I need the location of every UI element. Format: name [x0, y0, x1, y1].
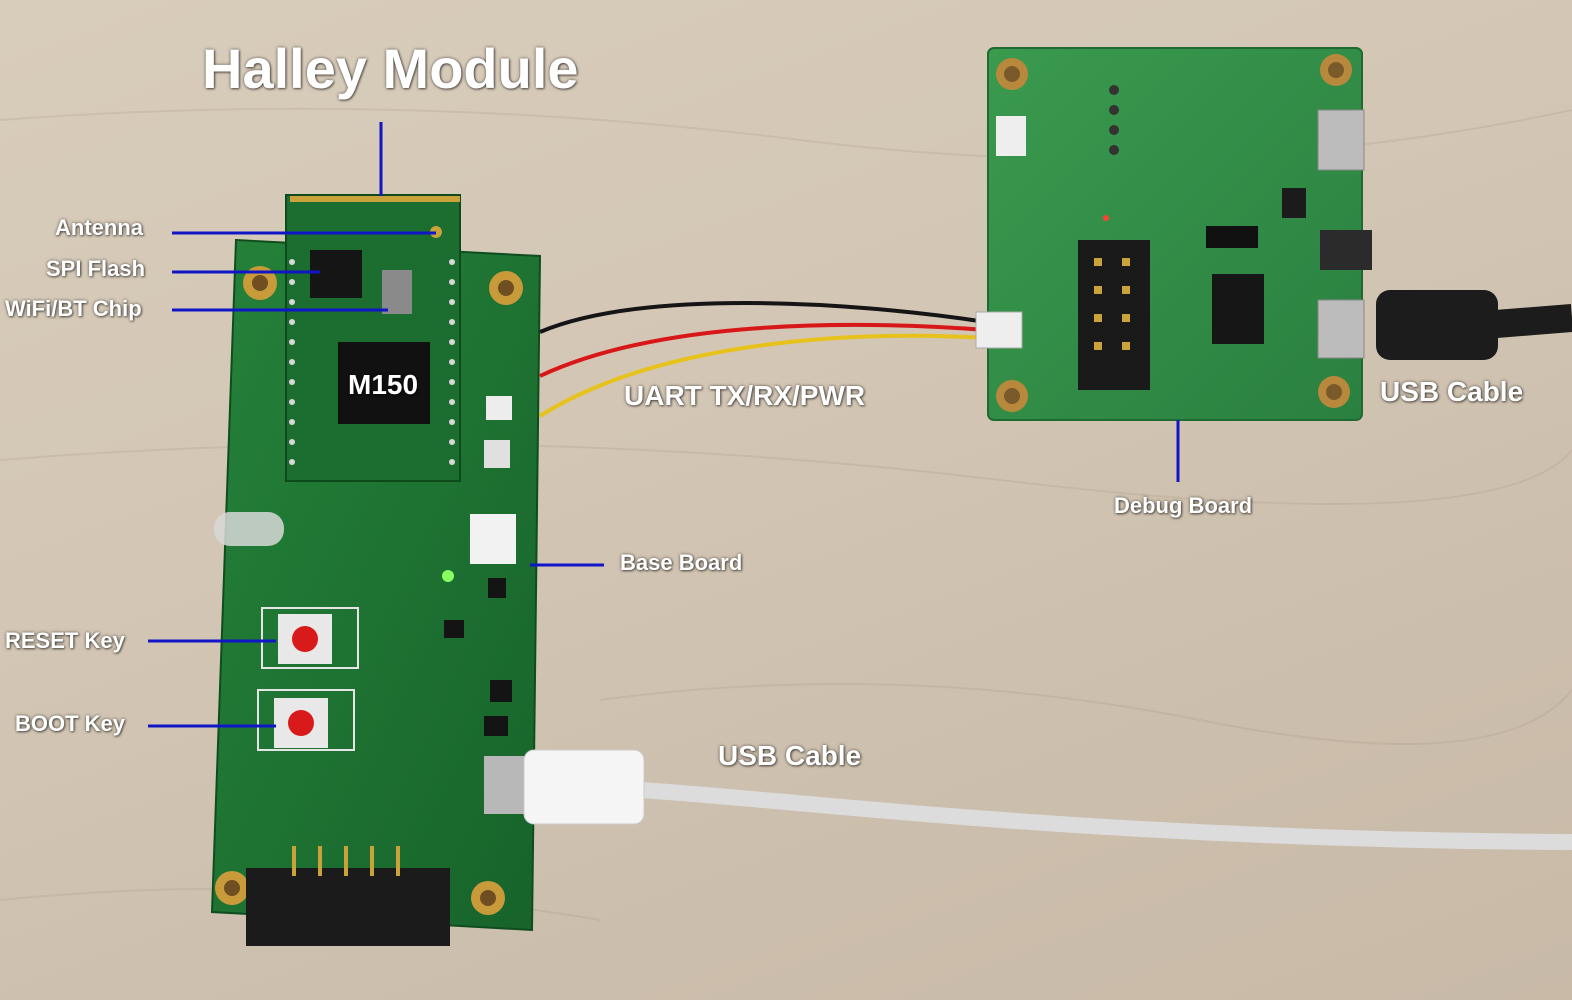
usb-cable-right	[1376, 290, 1572, 360]
label-usb-cable-bottom: USB Cable	[718, 740, 862, 771]
pointer-lines	[148, 122, 1180, 728]
label-antenna: Antenna	[55, 215, 143, 240]
label-boot-key: BOOT Key	[15, 711, 126, 736]
label-debug-board: Debug Board	[1114, 493, 1253, 518]
chip-m150-label: M150	[348, 369, 419, 400]
usb-cable-bottom	[523, 749, 1572, 850]
halley-module	[285, 194, 461, 482]
debug-board	[987, 47, 1372, 421]
label-usb-cable-right: USB Cable	[1380, 376, 1524, 407]
label-spi-flash: SPI Flash	[46, 256, 146, 281]
label-reset-key: RESET Key	[5, 628, 125, 653]
label-base-board: Base Board	[620, 550, 743, 575]
page-title: Halley Module	[202, 37, 579, 100]
label-uart: UART TX/RX/PWR	[624, 380, 866, 411]
uart-cable	[538, 301, 1023, 418]
label-wifi-bt-chip: WiFi/BT Chip	[5, 296, 142, 321]
